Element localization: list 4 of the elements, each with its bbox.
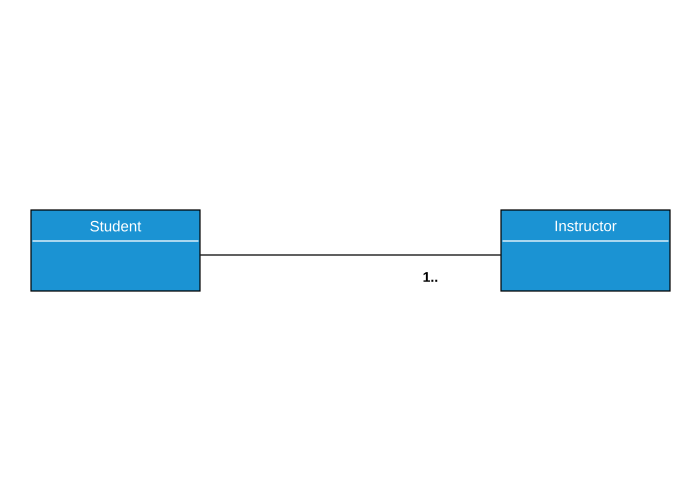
class-box: Instructor <box>500 209 671 292</box>
class-box: Student <box>30 209 201 292</box>
multiplicity-label: 1.. <box>424 272 438 282</box>
association-line <box>200 254 500 256</box>
